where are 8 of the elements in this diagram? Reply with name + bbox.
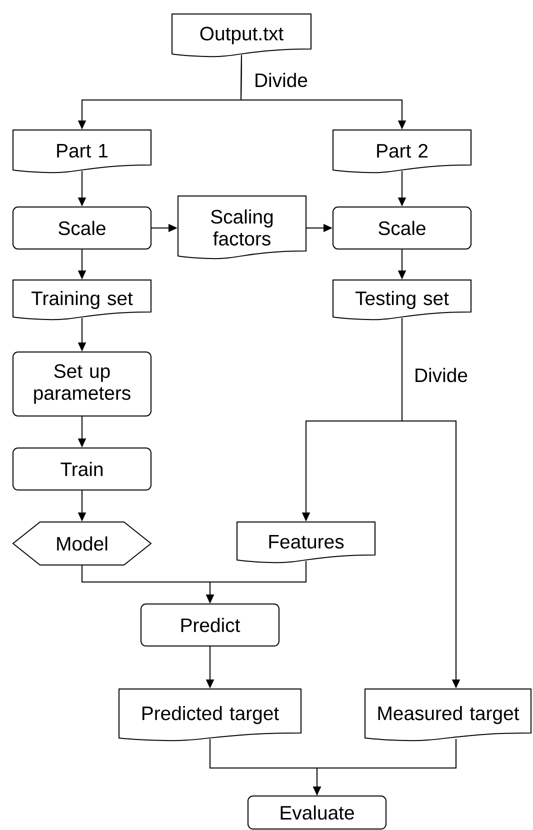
process-box: Scale: [12, 206, 152, 250]
edge-label: Divide: [413, 366, 469, 384]
edge-label: Divide: [253, 72, 309, 88]
process-box: Scale: [332, 206, 472, 250]
process-box: Predict: [140, 604, 280, 646]
process-box: Evaluate: [248, 796, 386, 830]
process-box: Set up parameters: [12, 352, 152, 416]
process-box: Train: [12, 448, 152, 490]
